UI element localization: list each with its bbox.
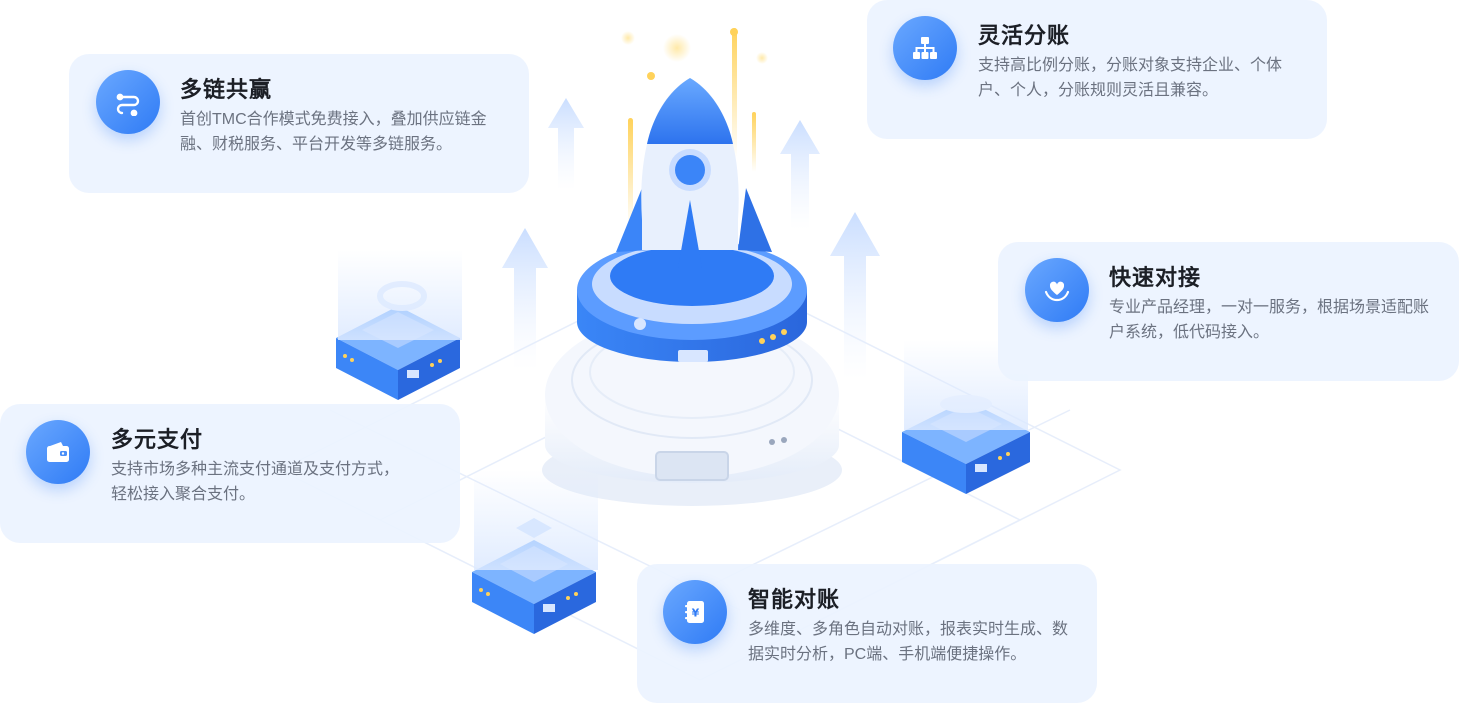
link-chain-icon (96, 70, 160, 134)
server-cube-topleft (336, 250, 462, 400)
feature-description: 支持市场多种主流支付通道及支付方式，轻松接入聚合支付。 (111, 461, 400, 503)
feature-description: 首创TMC合作模式免费接入，叠加供应链金融、财税服务、平台开发等多链服务。 (180, 111, 487, 153)
feature-title: 智能对账 (748, 587, 841, 612)
server-cube-right (902, 340, 1030, 494)
heart-hand-icon (1025, 258, 1089, 322)
server-cube-bottom (472, 470, 598, 634)
launch-pad (577, 240, 807, 362)
hierarchy-icon (893, 16, 957, 80)
gold-sparks (621, 28, 768, 228)
feature-card-smart-reconciliation: ¥ 智能对账 多维度、多角色自动对账，报表实时生成、数据实时分析，PC端、手机端… (637, 564, 1097, 703)
feature-card-diverse-payment: 多元支付 支持市场多种主流支付通道及支付方式，轻松接入聚合支付。 (0, 404, 460, 543)
feature-title: 灵活分账 (978, 23, 1071, 48)
feature-description: 多维度、多角色自动对账，报表实时生成、数据实时分析，PC端、手机端便捷操作。 (748, 621, 1069, 663)
base-platform (542, 313, 842, 506)
feature-title: 多元支付 (111, 427, 204, 452)
wallet-icon (26, 420, 90, 484)
feature-card-fast-integration: 快速对接 专业产品经理，一对一服务，根据场景适配账户系统，低代码接入。 (998, 242, 1459, 381)
feature-card-multi-chain: 多链共赢 首创TMC合作模式免费接入，叠加供应链金融、财税服务、平台开发等多链服… (69, 54, 529, 193)
yen-symbol: ¥ (692, 607, 700, 620)
rising-arrows (502, 98, 880, 380)
feature-description: 支持高比例分账，分账对象支持企业、个体户、个人，分账规则灵活且兼容。 (978, 57, 1283, 99)
feature-title: 多链共赢 (180, 77, 273, 102)
feature-description: 专业产品经理，一对一服务，根据场景适配账户系统，低代码接入。 (1109, 299, 1430, 341)
feature-card-flexible-split: 灵活分账 支持高比例分账，分账对象支持企业、个体户、个人，分账规则灵活且兼容。 (867, 0, 1327, 139)
feature-title: 快速对接 (1109, 265, 1202, 290)
ledger-icon: ¥ (663, 580, 727, 644)
rocket (616, 78, 772, 268)
